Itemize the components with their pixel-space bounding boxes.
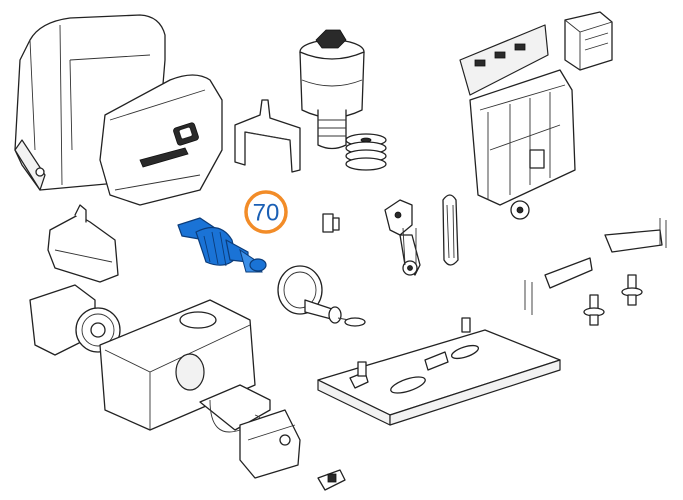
part-callout: 70 bbox=[244, 190, 288, 234]
callout-ring bbox=[244, 190, 288, 234]
spring-stack bbox=[345, 133, 387, 171]
callout-number: 70 bbox=[253, 200, 280, 227]
release-handle bbox=[209, 399, 301, 479]
limit-cover bbox=[47, 204, 119, 283]
worm-shaft-highlighted bbox=[177, 217, 267, 273]
bolt bbox=[317, 469, 346, 491]
gearbox-housing bbox=[99, 299, 271, 431]
control-board bbox=[459, 24, 576, 220]
base-plate bbox=[317, 317, 561, 426]
screws bbox=[583, 274, 643, 326]
mounting-bracket bbox=[234, 99, 301, 173]
front-cover bbox=[99, 74, 223, 206]
drive-gear bbox=[277, 265, 366, 327]
pulley-belt bbox=[384, 194, 459, 276]
connector bbox=[322, 213, 340, 233]
rack-strips bbox=[524, 218, 667, 315]
motor-cylinder bbox=[299, 29, 365, 150]
transformer bbox=[564, 11, 613, 71]
